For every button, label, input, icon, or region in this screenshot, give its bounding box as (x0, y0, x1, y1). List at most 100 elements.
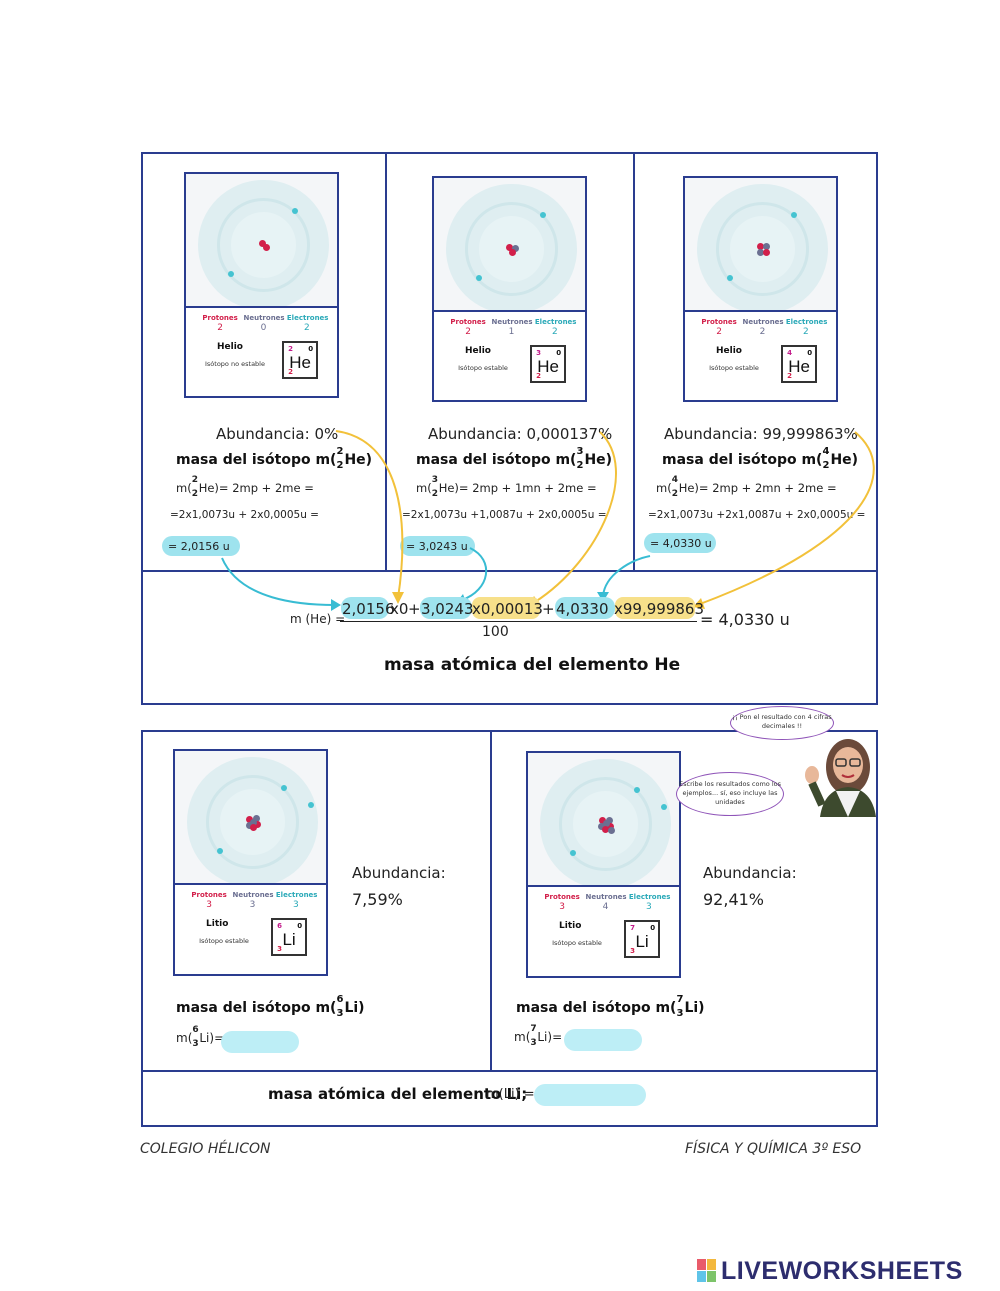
result-highlight (644, 533, 716, 553)
lithium-frame (141, 730, 878, 1127)
plus-sign: + (542, 600, 555, 618)
term-2-abundance: x0,00013 (472, 600, 543, 618)
term-3-abundance: x99,999863 (614, 600, 704, 618)
electron (291, 207, 298, 214)
atomic-mass-title: masa atómica del elemento He (384, 655, 681, 675)
neutron (245, 822, 253, 829)
proton (606, 823, 614, 830)
teacher-avatar (805, 739, 876, 817)
mass-number-sup: 4 (822, 446, 830, 457)
neutron (607, 827, 615, 834)
electron (280, 784, 287, 791)
neutron (597, 823, 605, 830)
arrowhead (331, 599, 341, 611)
speech-bubble-2: Escribe los resultados como los ejemplos… (676, 772, 784, 816)
orbit-ring (464, 202, 559, 296)
arrow-yellow-3 (699, 431, 875, 605)
electrons-label: Electrones (534, 318, 577, 326)
abundance: Abundancia: 0% (216, 425, 339, 443)
term-1-mass: 2,0156 (342, 600, 395, 618)
isotope-mass-answer-field[interactable] (221, 1031, 299, 1053)
result-highlight (400, 536, 475, 556)
proton (505, 244, 513, 251)
isotope-stability-note: Isótopo estable (552, 939, 602, 947)
proton (245, 816, 253, 823)
element-symbol: He (289, 353, 311, 372)
divider (385, 152, 387, 572)
divider (141, 570, 878, 572)
footer-school: COLEGIO HÉLICON (140, 1141, 271, 1157)
protons-label: Protones (544, 893, 580, 901)
proton (508, 249, 516, 256)
element-name: Helio (716, 346, 742, 356)
result-highlight (162, 536, 240, 556)
arrow-cyan-1 (221, 557, 336, 606)
term-3-mass: 4,0330 (556, 600, 609, 618)
neutrons-label: Neutrones (491, 318, 533, 326)
highlight-yellow (615, 597, 695, 619)
electrons-label: Electrones (785, 318, 828, 326)
electron (217, 847, 224, 854)
highlight-yellow (472, 597, 540, 619)
electrons-count: 3 (646, 902, 652, 912)
highlight-cyan (341, 597, 389, 619)
atomic-number: 2 (787, 372, 792, 380)
isotope-calculation: =2x1,0073u +2x1,0087u + 2x0,0005u = (648, 509, 866, 521)
li-atomic-answer-field[interactable] (534, 1084, 646, 1106)
neutrons-count: 2 (759, 327, 766, 337)
protons-count: 2 (217, 323, 223, 333)
element-symbol: He (788, 357, 810, 376)
neutrons-label: Neutrones (585, 893, 627, 901)
isotope-calculation: =2x1,0073u + 2x0,0005u = (170, 509, 319, 521)
electrons-count: 2 (803, 327, 809, 337)
neutrons-count: 1 (508, 327, 515, 337)
protons-label: Protones (450, 318, 486, 326)
denominator: 100 (482, 624, 509, 640)
protons-label: Protones (202, 314, 238, 322)
protons-count: 3 (206, 900, 212, 910)
abundance: Abundancia: 99,999863% (664, 425, 858, 443)
charge: 0 (297, 922, 303, 930)
protons-label: Protones (191, 891, 227, 899)
electrons-count: 2 (304, 323, 310, 333)
proton (249, 824, 257, 831)
plus-sign: + (408, 600, 421, 618)
isotope-mass-answer-field[interactable] (564, 1029, 642, 1051)
electrons-label: Electrones (628, 893, 671, 901)
electron (633, 786, 640, 793)
proton (598, 817, 606, 824)
charge: 0 (308, 345, 314, 353)
abundance-label: Abundancia: (703, 864, 797, 882)
arrowhead (693, 598, 705, 609)
electron (570, 849, 577, 856)
atomic-number-sub: 2 (822, 460, 830, 471)
abundance-label: Abundancia: (352, 864, 446, 882)
protons-label: Protones (701, 318, 737, 326)
mass-number: 3 (536, 349, 541, 357)
electrons-label: Electrones (275, 891, 318, 899)
neutron (249, 819, 257, 826)
neutron (252, 815, 260, 822)
electron (539, 211, 546, 218)
mass-number: 2 (288, 345, 293, 353)
orbit-ring (558, 777, 653, 871)
isotope-mass-result: = 3,0243 u (406, 540, 468, 553)
electrons-label: Electrones (286, 314, 329, 322)
element-name: Helio (217, 342, 243, 352)
neutron (762, 243, 770, 250)
abundance-value: 7,59% (352, 890, 403, 909)
logo-icon (697, 1259, 717, 1283)
electron (476, 274, 483, 281)
neutrons-count: 4 (602, 902, 609, 912)
